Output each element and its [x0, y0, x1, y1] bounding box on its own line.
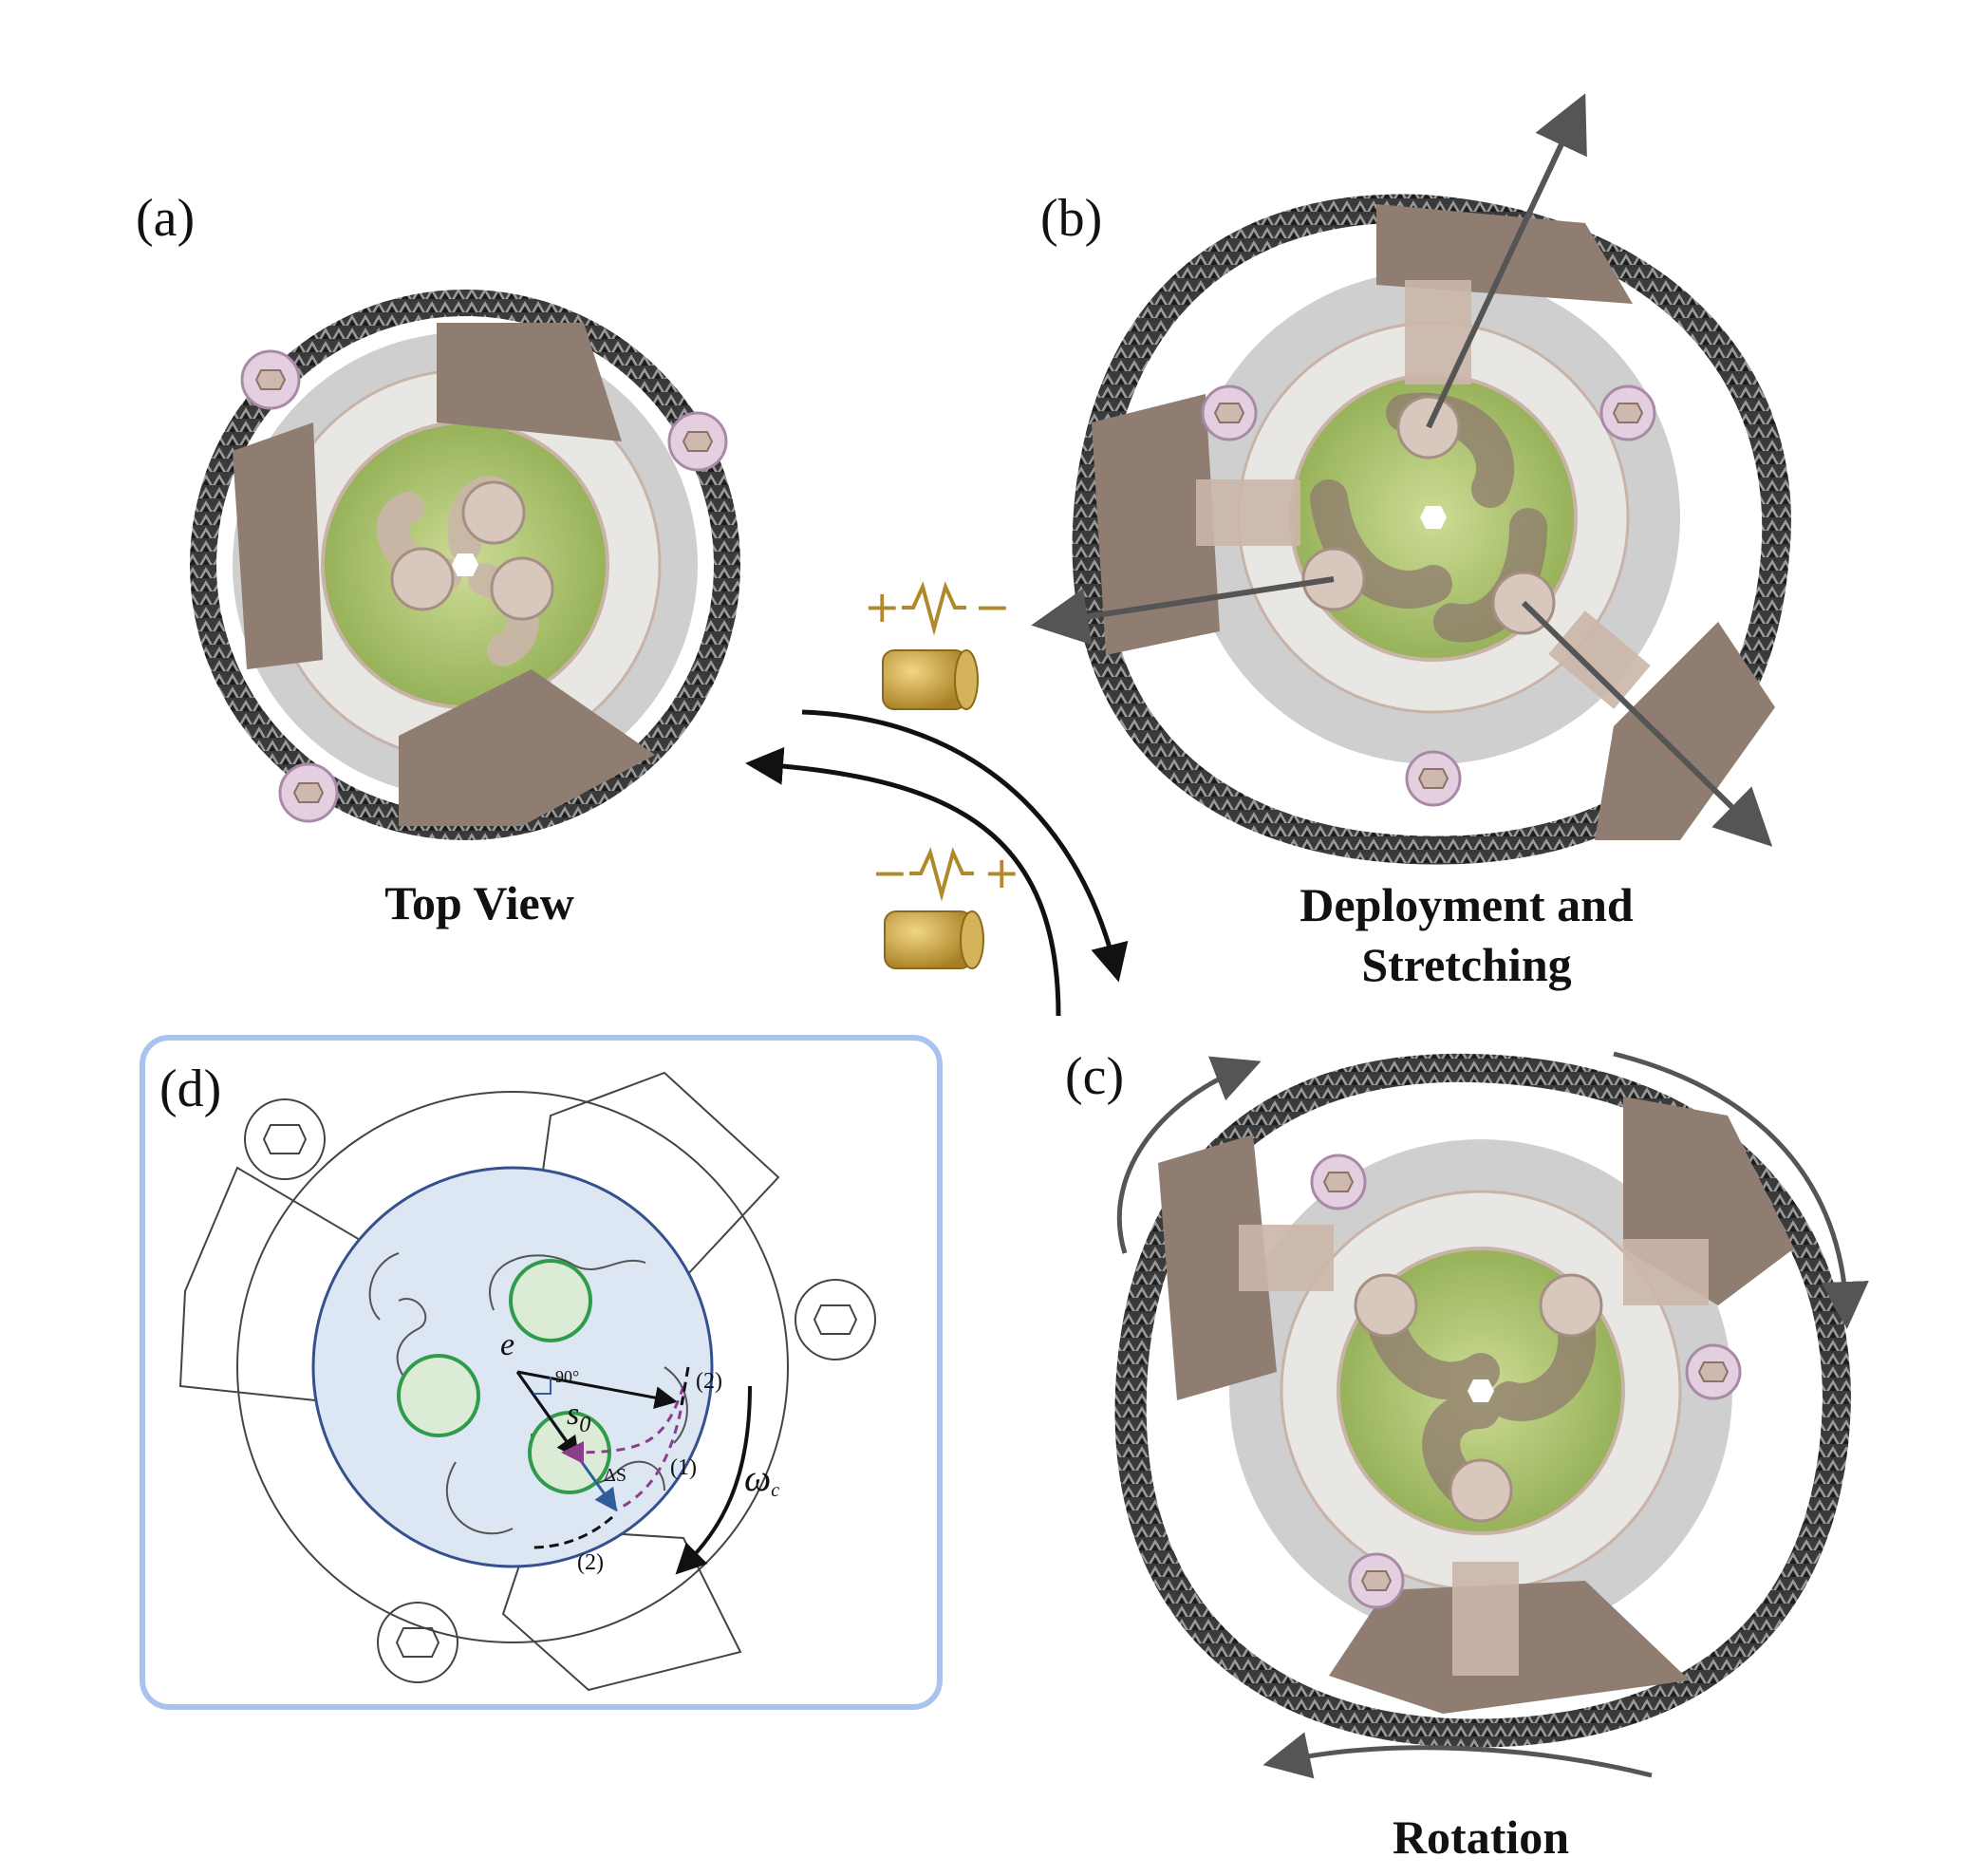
panel-d-letter: (d)	[159, 1060, 221, 1118]
resistor-icon	[909, 847, 974, 902]
arrow-to-top-view	[745, 746, 1061, 1017]
bolt-lug	[244, 1098, 326, 1180]
pad-left	[1158, 1135, 1334, 1400]
omega-arrow	[675, 1385, 752, 1575]
link-right	[1490, 1305, 1597, 1421]
rotation-arrow-bottom	[1262, 1732, 1653, 1779]
guide-path-1	[561, 1385, 685, 1464]
pin	[461, 480, 526, 545]
bolt-lug	[795, 1279, 876, 1360]
dc-motor-icon	[882, 649, 979, 710]
motor-sign-minus-2: −	[871, 847, 908, 898]
pad-left	[1092, 394, 1300, 655]
deploy-arrow-up	[1426, 93, 1587, 429]
pad-outline-bottom	[501, 1527, 742, 1692]
label-s0: s0	[567, 1397, 590, 1437]
pin	[1449, 1458, 1513, 1523]
pad-bottom-right	[399, 669, 655, 826]
bolt	[278, 762, 339, 823]
link-bottom	[1422, 1391, 1500, 1505]
motor-sign-plus-2: +	[983, 847, 1020, 898]
bolt	[1201, 385, 1258, 441]
panel-b: (b) Deployme	[1031, 93, 1791, 991]
cam-disk	[311, 1166, 714, 1568]
deploy-arrow-left	[1031, 576, 1335, 646]
panel-c: (c) Rotation	[1065, 1047, 1869, 1864]
path-2-top-dash	[680, 1366, 690, 1406]
dc-motor-icon	[884, 910, 984, 969]
pin-follower	[397, 1354, 480, 1437]
bolt	[1310, 1154, 1367, 1210]
label-path-2-top: (2)	[696, 1369, 722, 1394]
pin	[1539, 1273, 1603, 1338]
pin	[490, 556, 554, 621]
pin	[390, 547, 455, 611]
label-angle: 90°	[555, 1367, 579, 1386]
motor-sign-plus: +	[864, 581, 901, 632]
label-omega: ωc	[744, 1456, 779, 1501]
panel-a-caption: Top View	[384, 876, 574, 929]
label-e: e	[500, 1327, 514, 1362]
bolt	[667, 411, 728, 472]
deploy-arrow-down	[1521, 600, 1773, 847]
hex-shaft-icon	[452, 553, 478, 576]
bolt	[1685, 1343, 1742, 1400]
pad-bottom	[1329, 1562, 1690, 1714]
motor-sign-minus: −	[974, 581, 1011, 632]
panel-b-letter: (b)	[1040, 189, 1102, 248]
panel-d: (d)	[140, 1035, 943, 1710]
hex-shaft-icon	[1468, 1379, 1494, 1402]
motor-forward: + −	[864, 581, 1011, 710]
pad-bottom-right	[1548, 610, 1775, 840]
vector-e	[515, 1371, 580, 1460]
vector-s0	[516, 1370, 678, 1410]
housing-outline	[236, 1091, 789, 1643]
link-left	[1367, 1305, 1500, 1400]
wheel-deployed	[1031, 93, 1791, 865]
panel-b-caption-line2: Stretching	[1361, 938, 1571, 991]
panel-b-caption-line1: Deployment and	[1300, 878, 1634, 931]
link-left	[1310, 479, 1452, 609]
wheel-rotating	[1114, 1053, 1851, 1748]
bolt	[1599, 385, 1656, 441]
path-2-bottom-dash	[531, 1515, 613, 1549]
bolt	[1348, 1552, 1405, 1609]
wheel-top-view	[190, 290, 740, 840]
hex-shaft-icon	[1420, 506, 1447, 529]
pad-top	[437, 323, 622, 441]
panel-a: (a) Top View	[136, 189, 740, 929]
panel-a-letter: (a)	[136, 189, 195, 248]
pin-follower	[509, 1259, 592, 1342]
pad-right	[1623, 1097, 1794, 1305]
label-path-1: (1)	[670, 1455, 697, 1480]
guide-path-arc	[616, 1395, 685, 1511]
motor-reverse: − +	[871, 847, 1020, 969]
pad-left	[233, 422, 323, 669]
bolt-lug	[377, 1602, 458, 1683]
bolt	[240, 349, 301, 410]
right-angle-mark	[533, 1377, 552, 1395]
pin	[1354, 1273, 1418, 1338]
bolt	[1405, 750, 1462, 807]
resistor-icon	[902, 581, 966, 636]
panel-c-letter: (c)	[1065, 1047, 1124, 1106]
panel-c-caption: Rotation	[1393, 1810, 1569, 1864]
label-path-2-bottom: (2)	[577, 1550, 604, 1575]
label-delta-s: ΔS	[604, 1465, 626, 1486]
arrow-to-rotation	[801, 709, 1129, 983]
cam-schematic	[178, 1071, 876, 1692]
pad-top	[1376, 204, 1633, 385]
rotation-arrow-right	[1613, 1051, 1869, 1329]
rotation-arrow-left	[1116, 1056, 1262, 1254]
